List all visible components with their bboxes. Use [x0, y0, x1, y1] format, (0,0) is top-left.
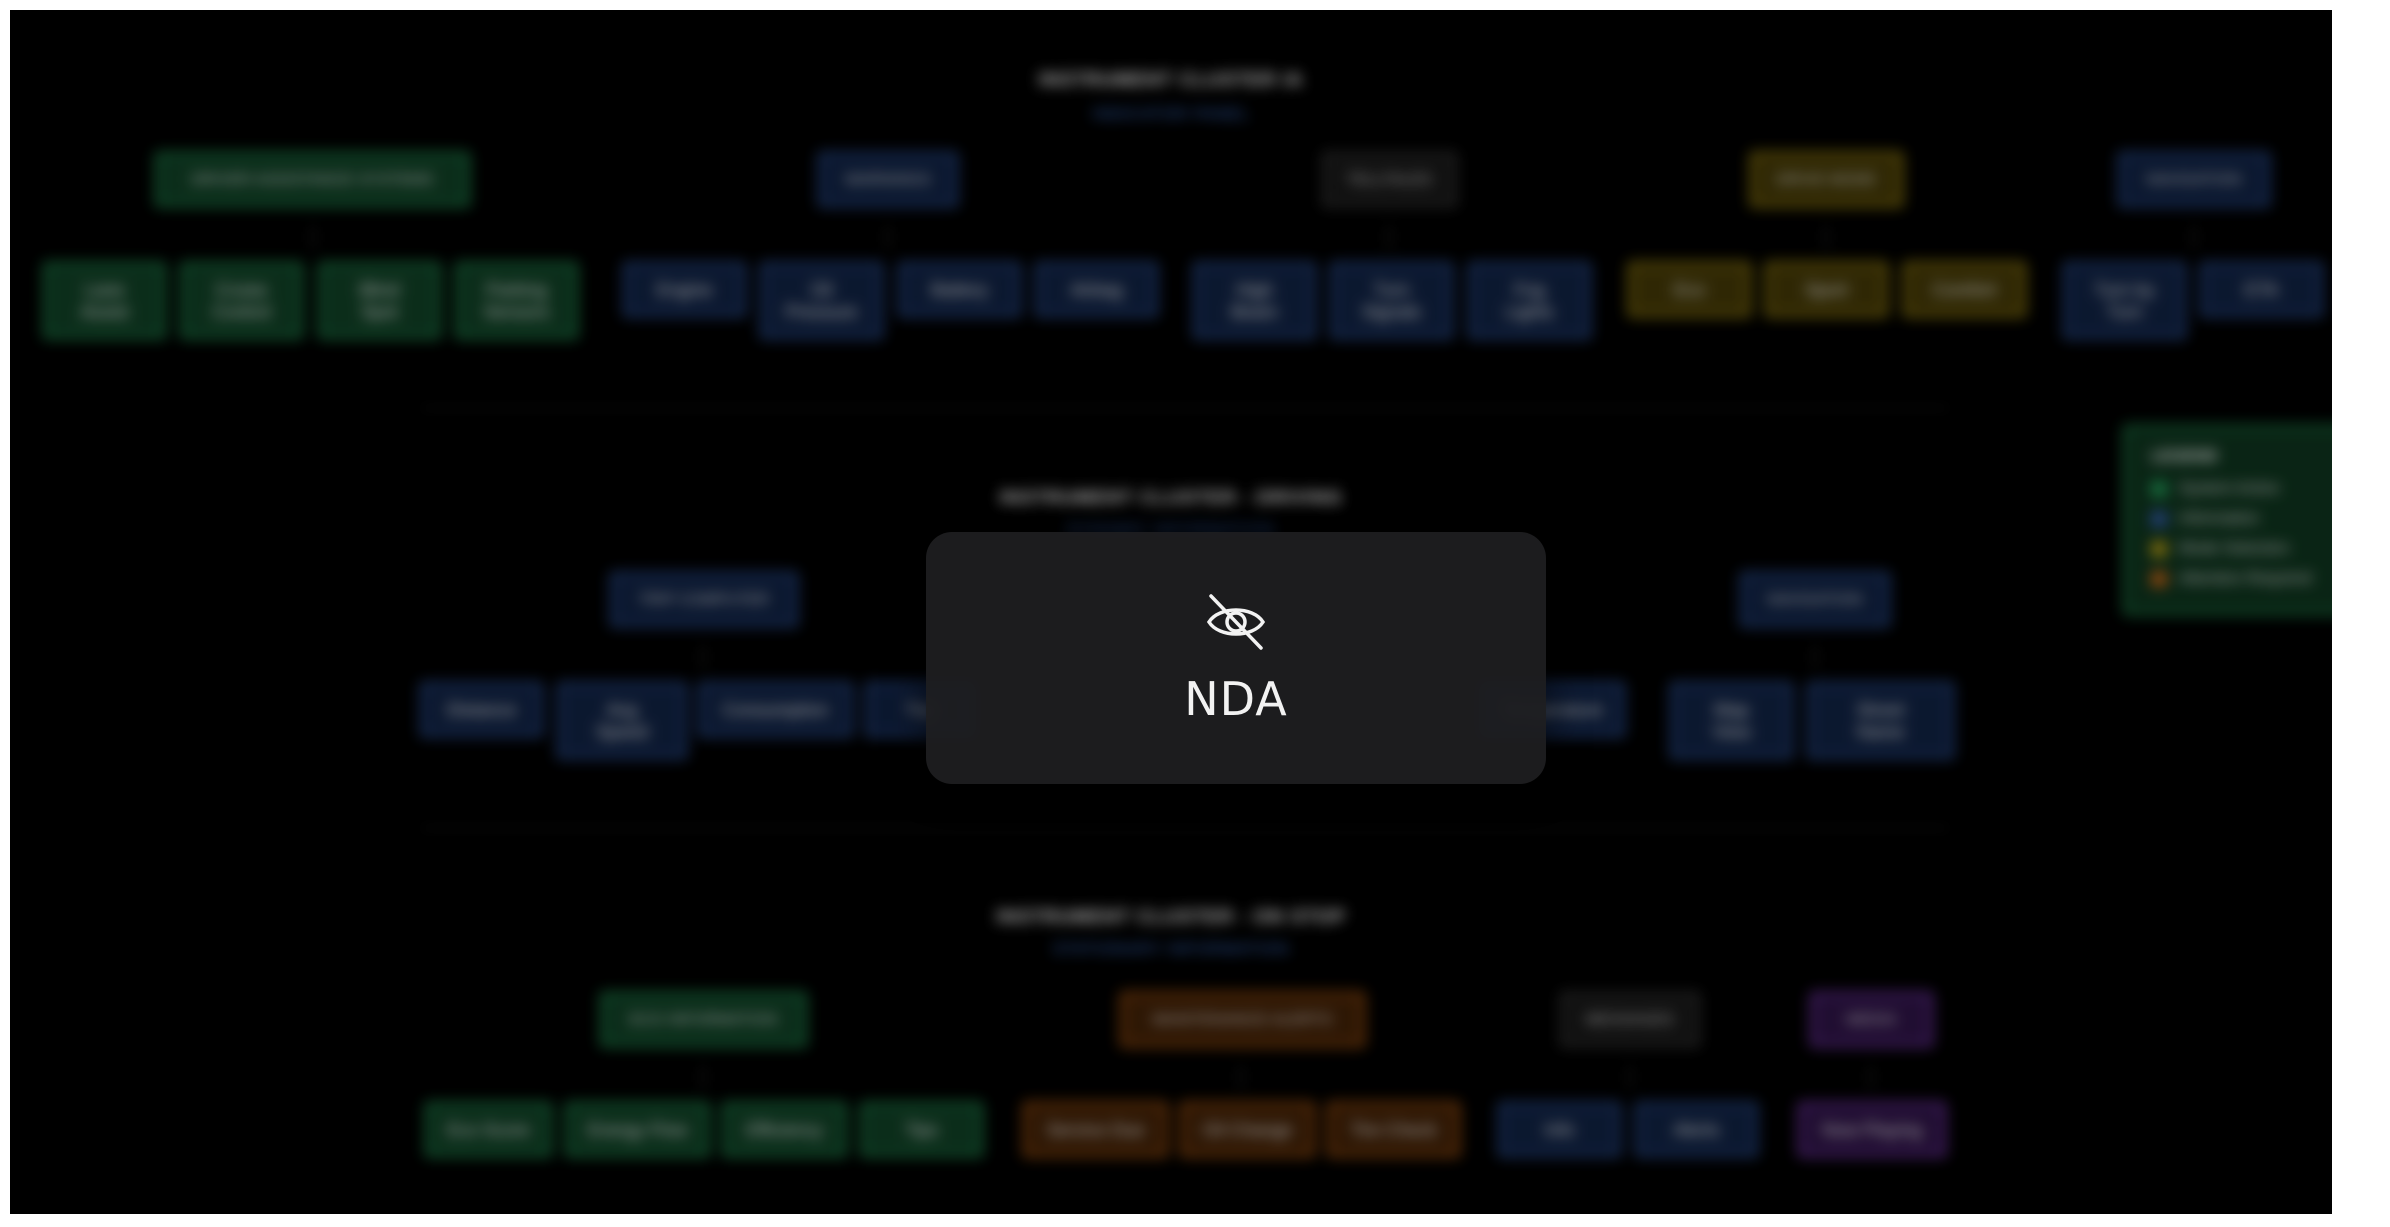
legend-item: Attention Required	[2151, 568, 2312, 590]
node-comfort: Comfort	[1903, 262, 2026, 317]
node-service-due: Service Due	[1023, 1102, 1168, 1157]
node-engine: Engine	[623, 262, 746, 317]
group-header-trip-computer: TRIP COMPUTER	[610, 572, 798, 627]
connector	[702, 647, 704, 667]
node-now-playing: Now Playing	[1798, 1102, 1946, 1157]
legend-item: System Active	[2151, 478, 2279, 500]
section-title: INSTRUMENT CLUSTER - DRIVING	[999, 488, 1343, 509]
group-header-telltales: TELLTALES	[1322, 152, 1457, 207]
connector	[1240, 1067, 1242, 1087]
group-header-media: MEDIA	[1810, 992, 1933, 1047]
connector	[887, 227, 889, 247]
node-info: Info	[1498, 1102, 1621, 1157]
connector	[1814, 647, 1816, 667]
connector	[702, 1067, 704, 1087]
node-consumption: Consumption	[698, 682, 853, 737]
legend-swatch	[2151, 510, 2167, 527]
legend-label: Information	[2179, 510, 2260, 527]
nda-overlay: NDA	[926, 532, 1546, 784]
node-efficiency: Efficiency	[722, 1102, 847, 1157]
legend: LEGEND System Active Information Mode Se…	[2123, 425, 2332, 615]
connector	[312, 227, 314, 247]
legend-item: Mode Selection	[2151, 538, 2289, 560]
legend-swatch	[2151, 540, 2167, 557]
group-header-warnings: WARNINGS	[818, 152, 958, 207]
section-title: INSTRUMENT CLUSTER IA	[1038, 70, 1304, 91]
node-distance: Distance	[420, 682, 543, 737]
node-battery: Battery	[898, 262, 1021, 317]
connector	[1629, 1067, 1631, 1087]
section-divider	[420, 407, 1950, 409]
nda-label: NDA	[1184, 672, 1288, 726]
group-header-maintenance-alerts: MAINTENANCE ALERTS	[1120, 992, 1365, 1047]
legend-swatch	[2151, 480, 2167, 497]
section-subtitle: STATIONARY INFORMATION	[1052, 941, 1290, 958]
node-eta: ETA	[2200, 262, 2323, 317]
connector	[1870, 1067, 1872, 1087]
section-divider	[420, 827, 1950, 829]
connector	[1388, 227, 1390, 247]
node-sport: Sport	[1765, 262, 1888, 317]
legend-label: Attention Required	[2179, 570, 2312, 587]
node-energy-flow: Energy Flow	[565, 1102, 710, 1157]
node-alerts: Alerts	[1635, 1102, 1758, 1157]
node-eco-score: Eco Score	[425, 1102, 552, 1157]
group-header-navigation: NAVIGATION	[2118, 152, 2270, 207]
legend-swatch	[2151, 570, 2167, 587]
connector	[1825, 227, 1827, 247]
eye-slash-icon	[1206, 594, 1266, 650]
group-header-eco-information: ECO INFORMATION	[600, 992, 807, 1047]
legend-title: LEGEND	[2151, 448, 2218, 465]
group-header-driver-assistance: DRIVER ASSISTANCE SYSTEMS	[155, 152, 470, 207]
group-header-drive-mode: DRIVE MODE	[1750, 152, 1903, 207]
node-airbag: Airbag	[1035, 262, 1158, 317]
legend-label: Mode Selection	[2179, 540, 2290, 557]
node-tips: Tips	[860, 1102, 983, 1157]
node-oil-change: Oil Change	[1180, 1102, 1315, 1157]
node-tire-check: Tire Check	[1327, 1102, 1460, 1157]
canvas: INSTRUMENT CLUSTER IA INDICATOR PANEL DR…	[10, 10, 2332, 1214]
node-eco: Eco	[1628, 262, 1751, 317]
legend-item: Information	[2151, 508, 2259, 530]
legend-label: System Active	[2179, 480, 2280, 497]
connector	[2193, 227, 2195, 247]
section-subtitle: INDICATOR PANEL	[1092, 106, 1250, 123]
section-title: INSTRUMENT CLUSTER - ON STOP	[996, 907, 1346, 928]
group-header-messages: MESSAGES	[1560, 992, 1700, 1047]
group-header-navigation-driving: NAVIGATION	[1740, 572, 1890, 627]
